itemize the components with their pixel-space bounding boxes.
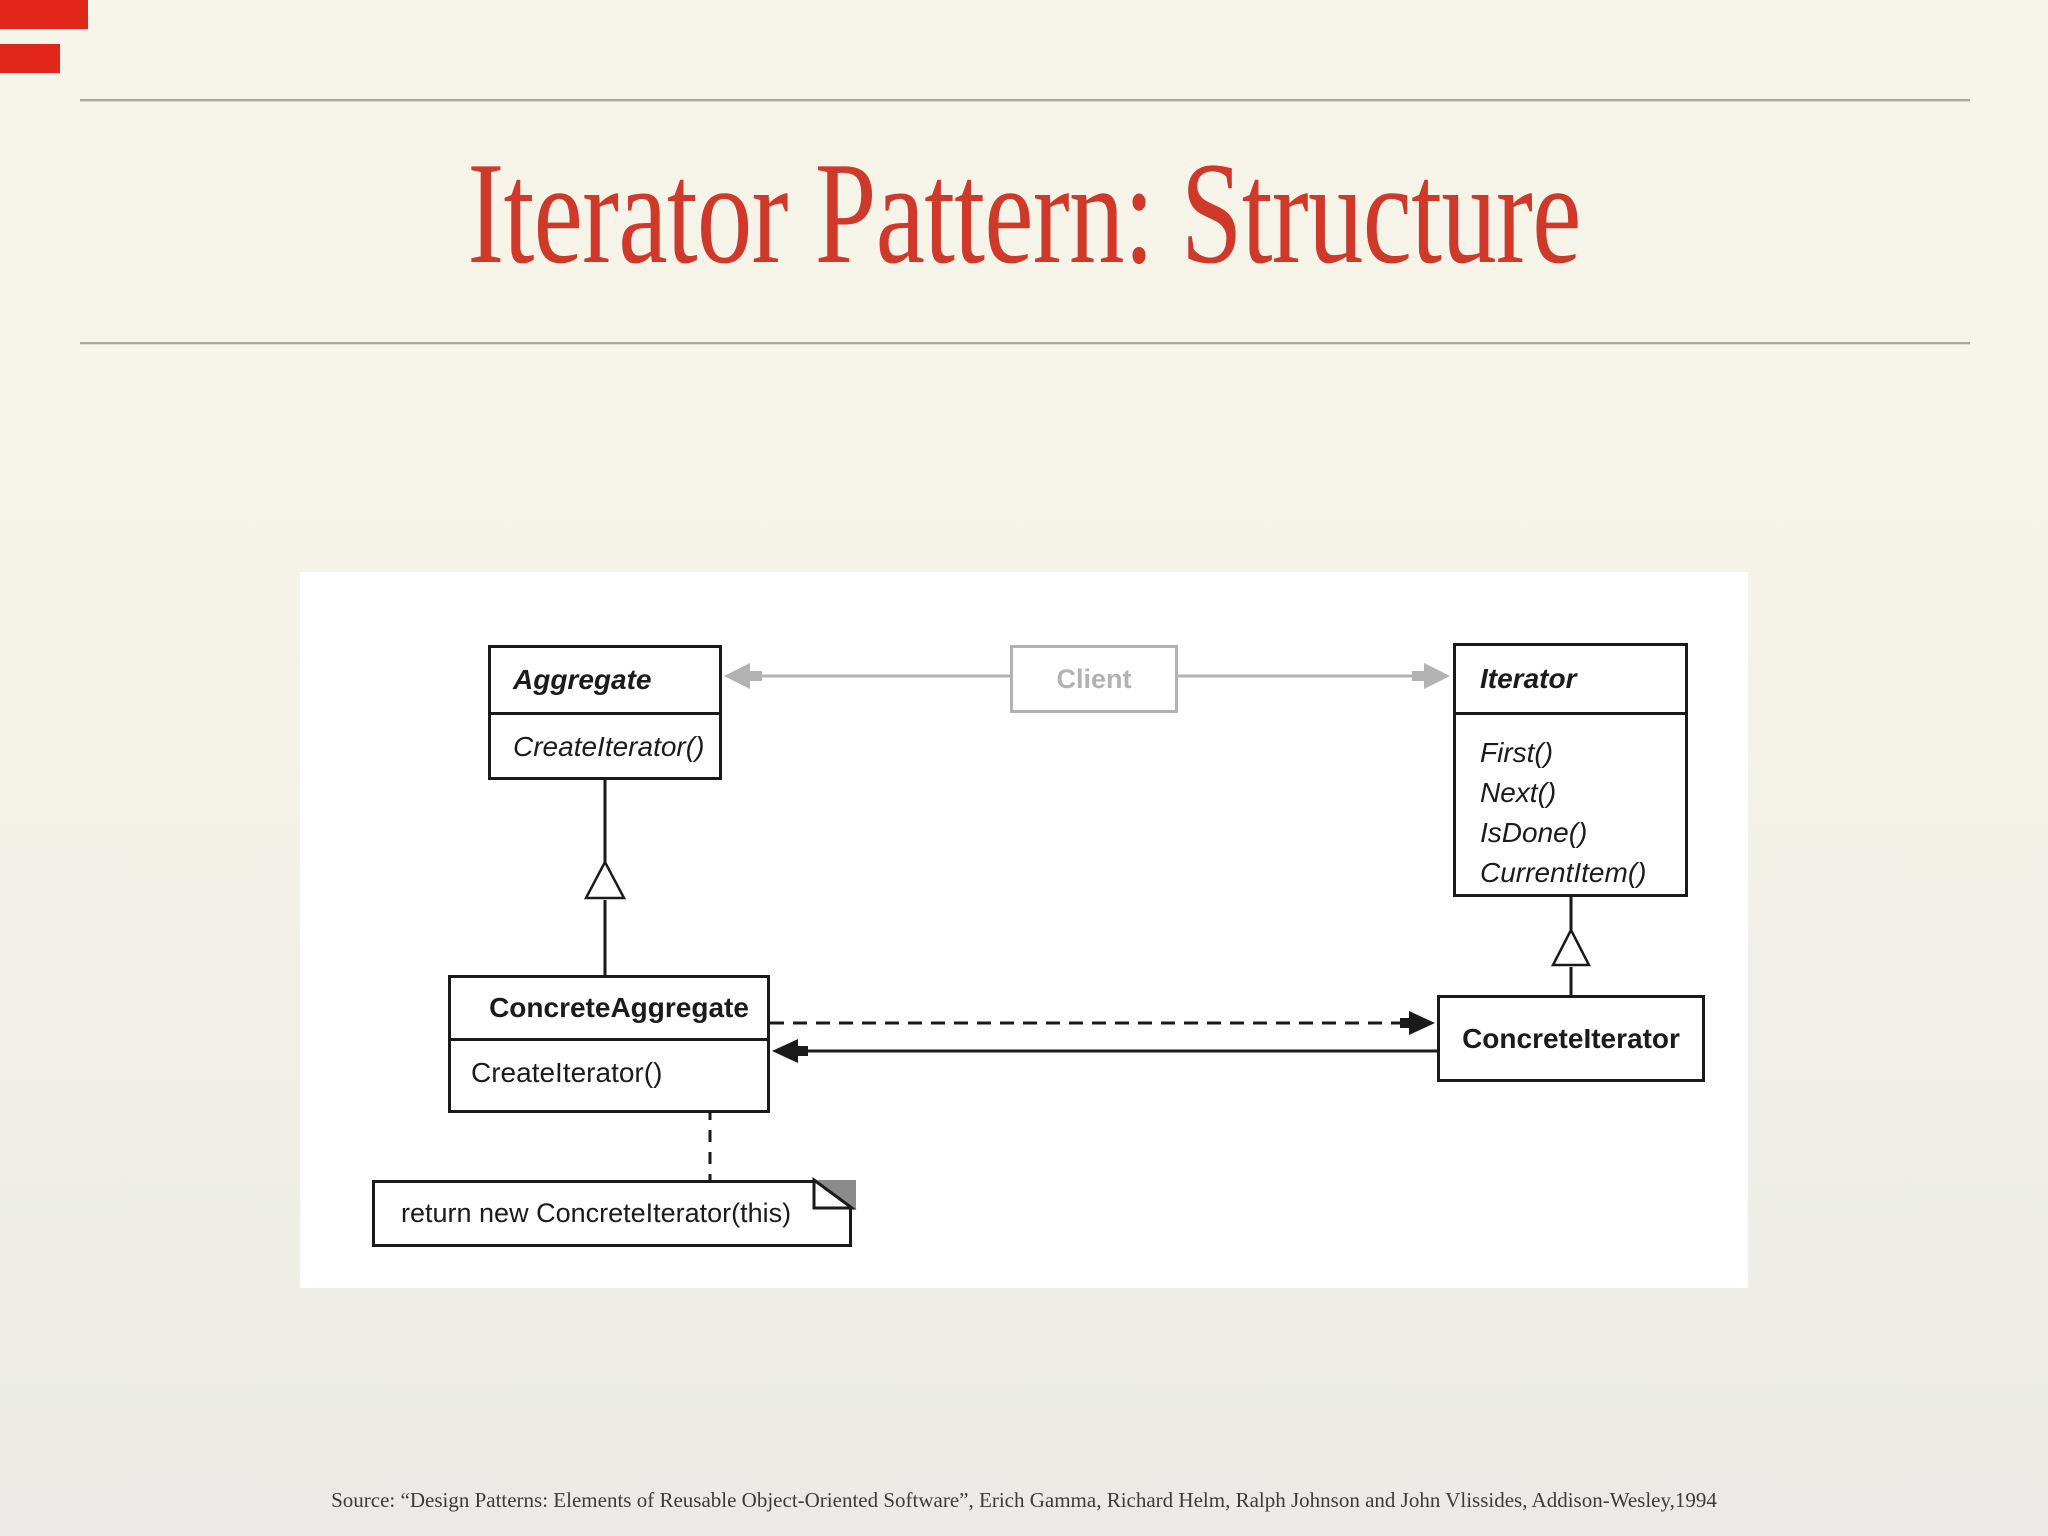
aggregate-method: CreateIterator() <box>513 731 705 762</box>
aggregate-inheritance-arrow <box>583 780 627 975</box>
iterator-class-name: Iterator <box>1480 663 1577 694</box>
iterator-method-list: First() Next() IsDone() CurrentItem() <box>1456 715 1685 893</box>
aggregate-class-name: Aggregate <box>513 664 652 695</box>
iterator-method: Next() <box>1480 777 1557 808</box>
red-corner-mark-2 <box>0 44 60 73</box>
red-corner-mark-1 <box>0 0 88 29</box>
creates-dependency-arrow <box>770 1011 1435 1035</box>
class-box-iterator: Iterator First() Next() IsDone() Current… <box>1453 643 1688 897</box>
iterator-method: First() <box>1480 737 1554 768</box>
title-rule-top <box>80 99 1970 102</box>
client-iterator-association-arrow <box>1178 663 1450 689</box>
iterator-method: IsDone() <box>1480 817 1588 848</box>
class-box-concrete-aggregate: ConcreteAggregate CreateIterator() <box>448 975 770 1113</box>
note-text: return new ConcreteIterator(this) <box>401 1198 792 1228</box>
concrete-aggregate-class-name: ConcreteAggregate <box>489 992 749 1023</box>
note-dogear-icon <box>812 1177 857 1210</box>
class-box-concrete-iterator: ConcreteIterator <box>1437 995 1705 1082</box>
concrete-iterator-class-name: ConcreteIterator <box>1462 1022 1680 1054</box>
slide-title: Iterator Pattern: Structure <box>467 132 1581 294</box>
uml-connectors <box>583 663 1592 1180</box>
uml-note-box: return new ConcreteIterator(this) <box>372 1180 852 1247</box>
client-class-name: Client <box>1056 663 1132 694</box>
class-box-aggregate: Aggregate CreateIterator() <box>488 645 722 780</box>
uml-diagram-panel: Aggregate CreateIterator() Client Iterat… <box>300 572 1748 1288</box>
iterator-inheritance-arrow <box>1550 897 1592 995</box>
client-aggregate-association-arrow <box>724 663 1010 689</box>
source-citation: Source: “Design Patterns: Elements of Re… <box>331 1488 1717 1512</box>
concrete-aggregate-method: CreateIterator() <box>471 1056 663 1088</box>
iterator-aggregate-association-arrow <box>772 1039 1437 1063</box>
iterator-method: CurrentItem() <box>1480 857 1647 888</box>
title-rule-bottom <box>80 342 1970 345</box>
class-box-client: Client <box>1010 645 1178 713</box>
